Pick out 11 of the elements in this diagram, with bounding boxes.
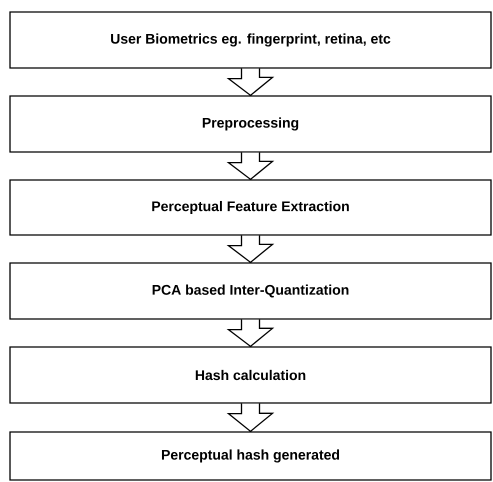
process-box: User Biometrics eg. fingerprint, retina, etc [9,11,492,69]
process-box: Hash calculation [9,346,492,404]
block-arrow [226,152,274,180]
process-box: Perceptual hash generated [9,431,492,481]
process-box: Perceptual Feature Extraction [9,179,492,236]
block-arrow [226,234,274,264]
process-box: PCA based Inter-Quantization [9,262,492,320]
block-arrow [226,68,274,96]
block-arrow [226,318,274,348]
process-box: Preprocessing [9,95,492,153]
block-arrow [226,402,274,432]
